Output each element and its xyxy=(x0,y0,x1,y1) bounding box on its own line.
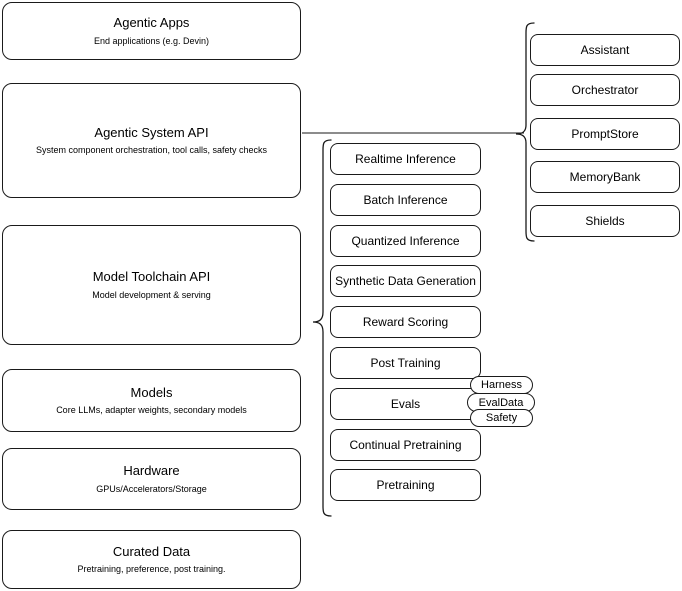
stack-layer-hardware[interactable]: Hardware GPUs/Accelerators/Storage xyxy=(2,448,301,510)
toolchain-component-realtime-inference[interactable]: Realtime Inference xyxy=(330,143,481,175)
toolchain-component-pretraining[interactable]: Pretraining xyxy=(330,469,481,501)
layer-title: Hardware xyxy=(123,463,180,479)
layer-title: Model Toolchain API xyxy=(92,269,211,285)
toolchain-component-evals[interactable]: Evals xyxy=(330,388,481,420)
component-label: Post Training xyxy=(370,355,441,370)
component-label: Synthetic Data Generation xyxy=(335,273,476,288)
layer-subtitle: Core LLMs, adapter weights, secondary mo… xyxy=(56,405,247,415)
component-label: PromptStore xyxy=(571,126,639,141)
layer-subtitle: Pretraining, preference, post training. xyxy=(77,564,226,574)
component-label: Quantized Inference xyxy=(351,233,460,248)
toolchain-component-reward-scoring[interactable]: Reward Scoring xyxy=(330,306,481,338)
system-component-shields[interactable]: Shields xyxy=(530,205,680,237)
component-label: Reward Scoring xyxy=(362,314,449,329)
system-component-promptstore[interactable]: PromptStore xyxy=(530,118,680,150)
layer-title: Models xyxy=(130,384,173,400)
layer-subtitle: End applications (e.g. Devin) xyxy=(93,35,210,46)
system-component-assistant[interactable]: Assistant xyxy=(530,34,680,66)
component-label: Orchestrator xyxy=(571,82,639,97)
layer-title: Curated Data xyxy=(112,543,191,559)
component-label: Assistant xyxy=(580,42,630,57)
subcomponent-label: Safety xyxy=(485,412,518,424)
component-label: Batch Inference xyxy=(363,192,448,207)
evals-subcomponent-safety[interactable]: Safety xyxy=(470,409,533,427)
system-component-memorybank[interactable]: MemoryBank xyxy=(530,161,680,193)
layer-title: Agentic System API xyxy=(94,124,209,140)
brace-model-toolchain xyxy=(312,139,332,517)
connector-system-api-to-components xyxy=(302,132,524,134)
component-label: Evals xyxy=(390,396,421,411)
system-component-orchestrator[interactable]: Orchestrator xyxy=(530,74,680,106)
component-label: Pretraining xyxy=(376,477,435,492)
toolchain-component-post-training[interactable]: Post Training xyxy=(330,347,481,379)
layer-subtitle: Model development & serving xyxy=(92,289,211,300)
stack-layer-model-toolchain-api[interactable]: Model Toolchain API Model development & … xyxy=(2,225,301,345)
stack-layer-agentic-system-api[interactable]: Agentic System API System component orch… xyxy=(2,83,301,198)
toolchain-component-synthetic-data-generation[interactable]: Synthetic Data Generation xyxy=(330,265,481,297)
component-label: Realtime Inference xyxy=(355,151,456,166)
toolchain-component-continual-pretraining[interactable]: Continual Pretraining xyxy=(330,429,481,461)
component-label: MemoryBank xyxy=(569,169,641,184)
stack-layer-models[interactable]: Models Core LLMs, adapter weights, secon… xyxy=(2,369,301,432)
layer-subtitle: System component orchestration, tool cal… xyxy=(35,145,268,155)
evals-subcomponent-harness[interactable]: Harness xyxy=(470,376,533,394)
subcomponent-label: Harness xyxy=(481,379,522,391)
layer-subtitle: GPUs/Accelerators/Storage xyxy=(96,483,207,494)
toolchain-component-quantized-inference[interactable]: Quantized Inference xyxy=(330,225,481,257)
component-label: Continual Pretraining xyxy=(349,437,462,452)
component-label: Shields xyxy=(585,213,625,228)
stack-layer-curated-data[interactable]: Curated Data Pretraining, preference, po… xyxy=(2,530,301,589)
toolchain-component-batch-inference[interactable]: Batch Inference xyxy=(330,184,481,216)
stack-layer-agentic-apps[interactable]: Agentic Apps End applications (e.g. Devi… xyxy=(2,2,301,60)
layer-title: Agentic Apps xyxy=(113,15,190,31)
subcomponent-label: EvalData xyxy=(478,396,524,409)
